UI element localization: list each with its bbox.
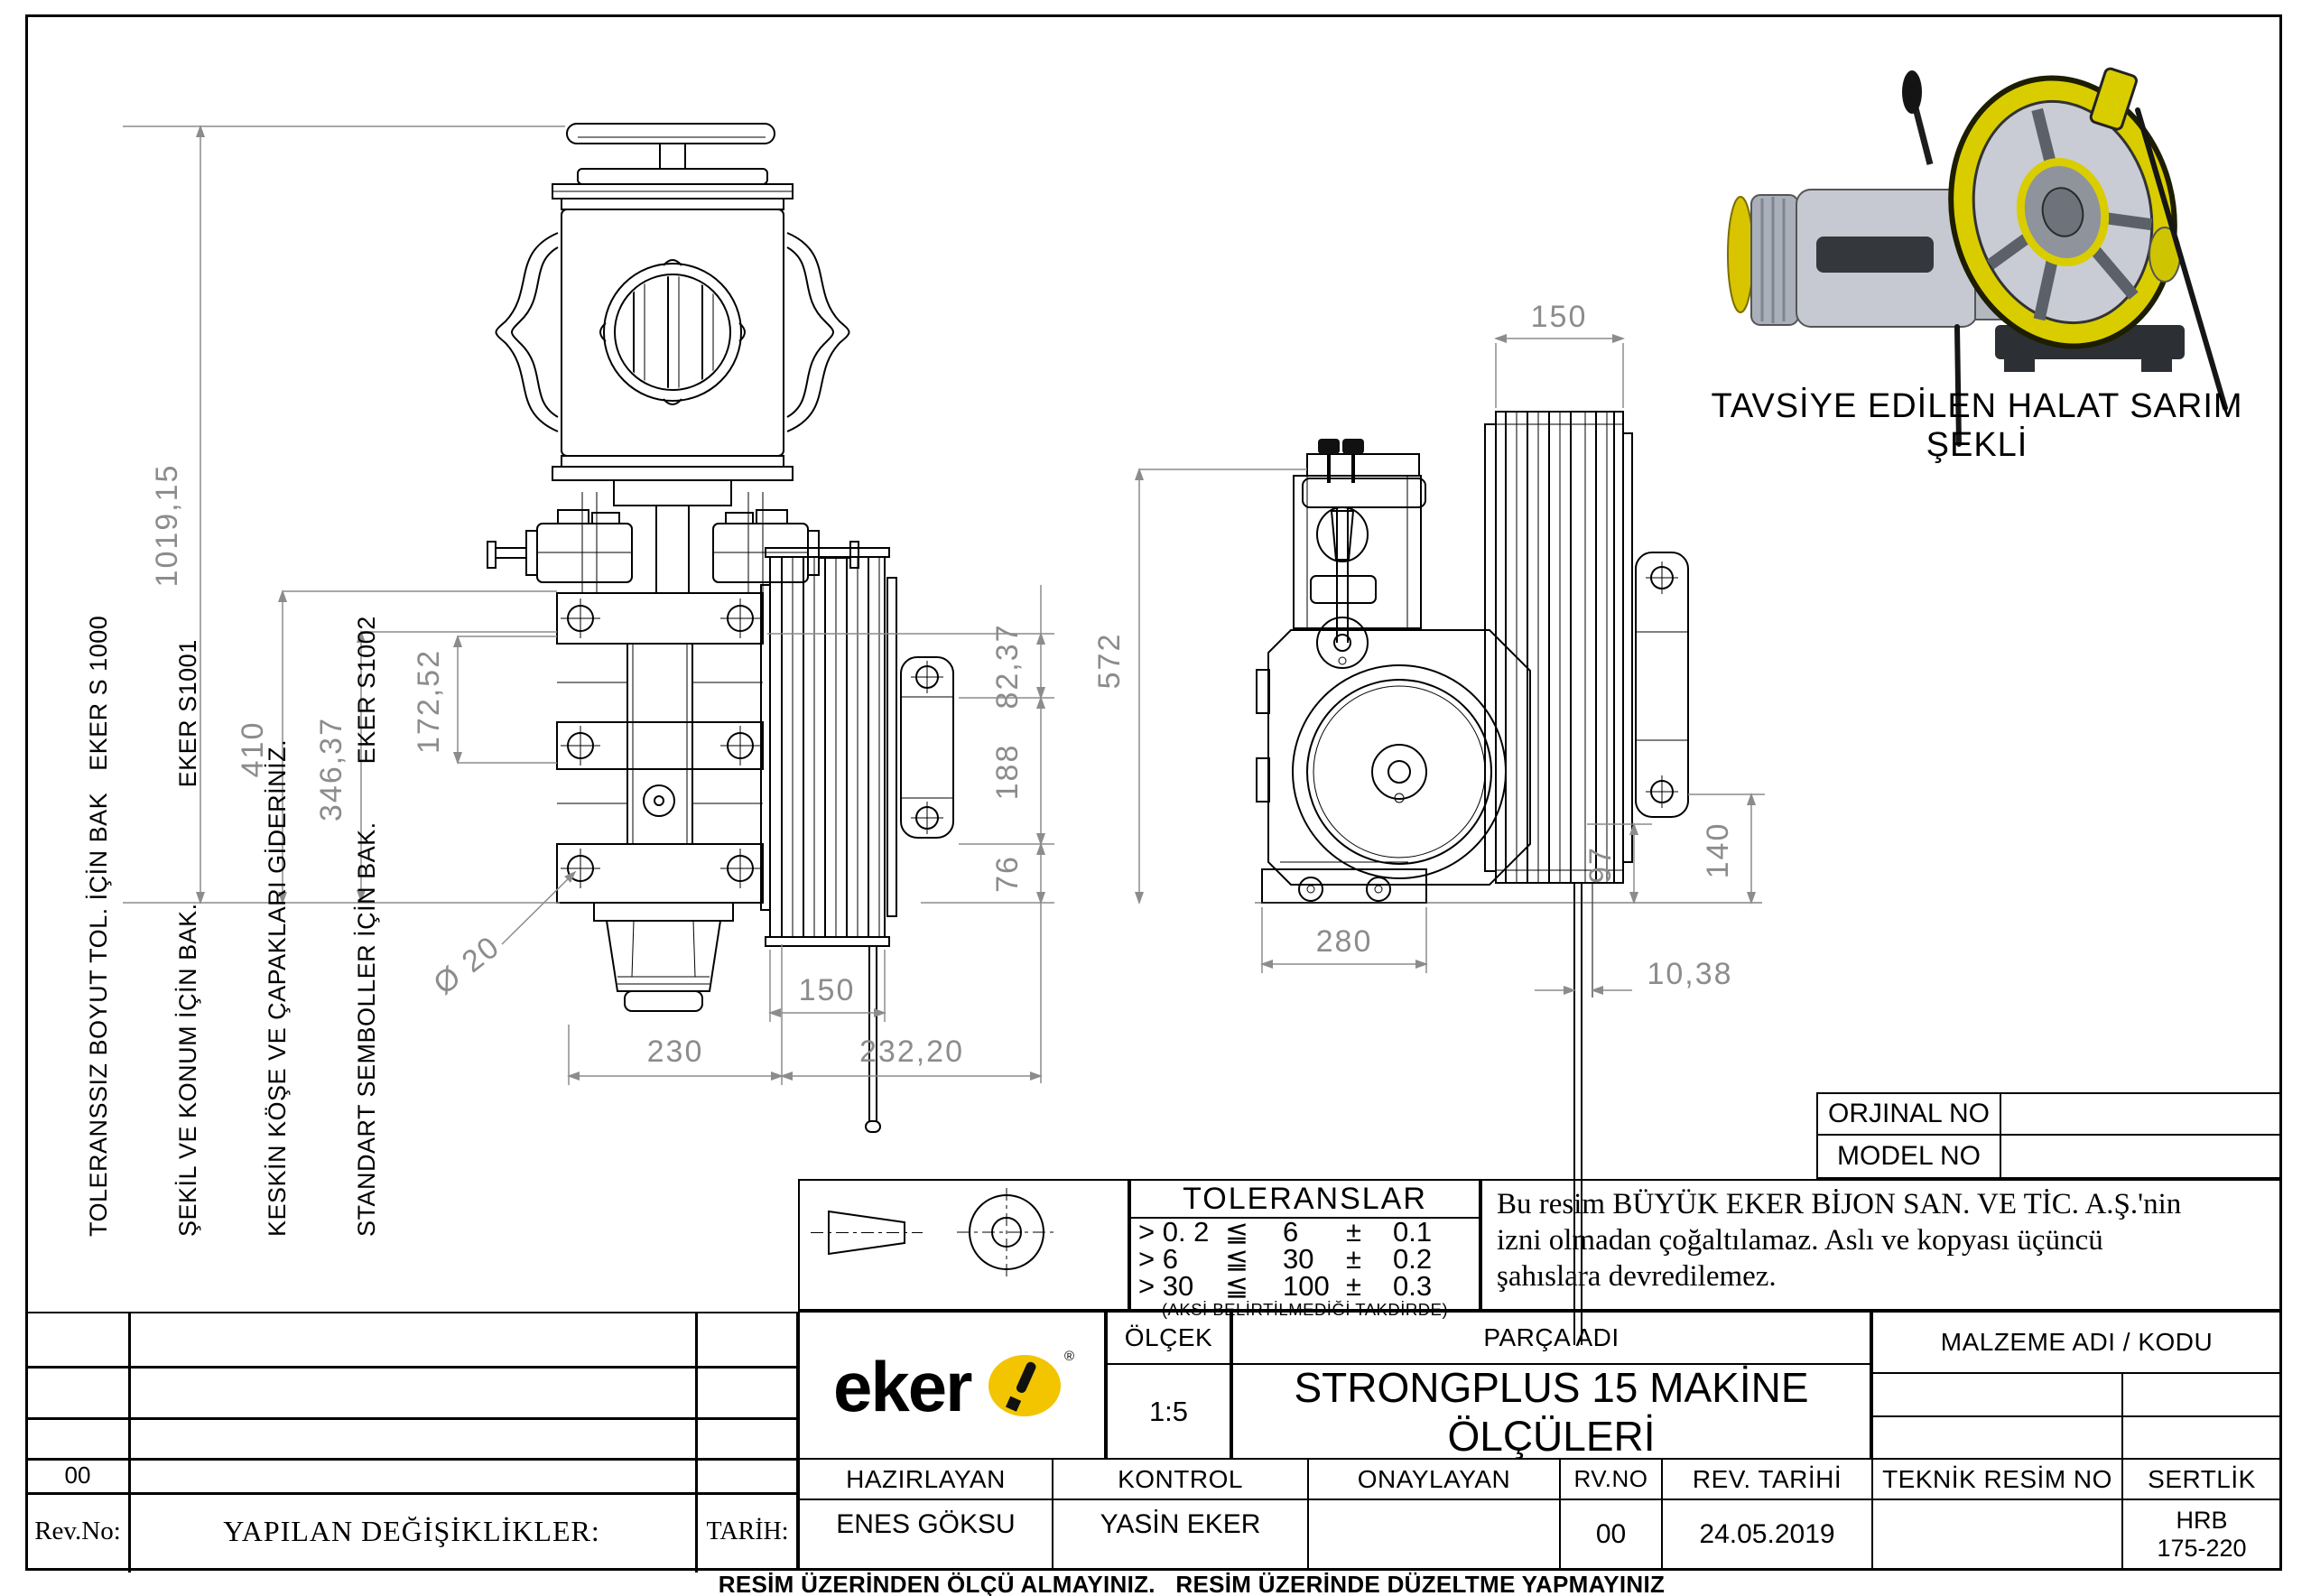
techno-value [1871,1499,2123,1571]
note-line-2: ŞEKİL VE KONUM İÇİN BAK. EKER S1001 [174,639,201,1237]
dim-172: 172,52 [412,649,446,754]
tol-r2c4: ± [1346,1243,1362,1275]
revision-changes-label: YAPILAN DEĞİŞİKLİKLER: [223,1515,600,1547]
approve-value [1307,1499,1561,1571]
note-line-4: STANDART SEMBOLLER İÇİN BAK. EKER S1002 [353,616,380,1237]
techno-header: TEKNİK RESİM NO [1871,1458,2123,1500]
eker-logo: eker ® [833,1347,1074,1426]
tolerances-note: (AKSİ BELİRTİLMEDİĞİ TAKDİRDE) [1161,1300,1449,1319]
front-bracket [900,656,954,839]
logo-cell: eker ® [798,1311,1106,1460]
dim-232: 232,20 [859,1035,964,1069]
copyright-line-2: izni olmadan çoğaltılamaz. Aslı ve kopya… [1497,1224,2103,1257]
tol-r3c2: ≦ [1225,1270,1248,1302]
projection-symbol-box [798,1179,1129,1311]
revision-table: 00 Rev.No: YAPILAN DEĞİŞİKLİKLER: TARİH: [25,1312,800,1573]
registered-icon: ® [1064,1349,1074,1364]
control-value: YASİN EKER [1052,1499,1309,1571]
front-pulley [760,547,897,947]
dim-346: 346,37 [314,717,348,821]
dim-front-150: 150 [799,973,856,1007]
dim-1038: 10,38 [1647,957,1732,991]
material-cell-1 [1871,1372,2123,1417]
note-line-1: TOLERANSSIZ BOYUT TOL. İÇİN BAK EKER S 1… [85,615,112,1237]
revno-header: RV.NO [1559,1458,1663,1500]
copyright-line-1: Bu resim BÜYÜK EKER BİJON SAN. VE TİC. A… [1497,1188,2182,1220]
tol-r2c2: ≦ [1225,1243,1248,1275]
dim-97: 97 [1583,846,1618,884]
rope-caption: TAVSİYE EDİLEN HALAT SARIM ŞEKLİ [1711,387,2243,464]
hardness-value-line2: 175-220 [2157,1535,2247,1562]
orjinal-no-value [2000,1092,2282,1136]
scale-header: ÖLÇEK [1106,1311,1231,1365]
machine-3d-render [1727,67,2228,447]
tol-r2c1: > 6 [1138,1243,1178,1275]
release-lever [1302,439,1426,669]
dim-76: 76 [990,855,1025,893]
dim-572: 572 [1092,633,1127,690]
scale-value: 1:5 [1106,1363,1231,1460]
copyright-line-3: şahıslara devredilemez. [1497,1260,1777,1293]
part-name-value: STRONGPLUS 15 MAKİNE ÖLÇÜLERİ [1231,1363,1871,1460]
material-code-cell-2 [2121,1415,2282,1460]
dim-188: 188 [990,744,1025,801]
tol-r3c1: > 30 [1138,1270,1194,1302]
tolerances-title: TOLERANSLAR [1131,1181,1479,1219]
hardness-value-line1: HRB [2176,1507,2228,1534]
tol-r1c3: 6 [1283,1216,1299,1248]
footer-warning: RESİM ÜZERİNDEN ÖLÇÜ ALMAYINIZ. RESİM ÜZ… [718,1570,1666,1596]
tol-r3c3: 100 [1283,1270,1330,1302]
dimensions [123,125,1765,1085]
bolt-symbols [561,598,760,888]
material-code-cell-1 [2121,1372,2282,1417]
side-view [1255,411,1762,1345]
revno-value: 00 [1559,1499,1663,1571]
control-header: KONTROL [1052,1458,1309,1500]
tol-r3c5: 0.3 [1393,1270,1433,1302]
tol-r2c5: 0.2 [1393,1243,1433,1275]
side-pulley [1484,411,1633,884]
tolerance-notes: TOLERANSSIZ BOYUT TOL. İÇİN BAK EKER S 1… [24,352,380,1237]
dim-82: 82,37 [990,623,1025,709]
material-header: MALZEME ADI / KODU [1871,1311,2282,1374]
material-cell-2 [1871,1415,2123,1460]
revision-date-label: TARİH: [706,1517,789,1545]
tol-r1c1: > 0. 2 [1138,1216,1210,1248]
note-line-3: KESKİN KÖŞE VE ÇAPAKLARI GİDERİNİZ. [264,738,291,1237]
tolerances-box: TOLERANSLAR > 0. 2 ≦ 6 ±0.1 > 6 ≦ 30 ±0.2 > 30… [1129,1179,1480,1319]
brake-left [487,509,633,583]
dim-410: 410 [236,721,270,778]
tol-r1c2: ≦ [1225,1216,1248,1248]
side-bracket [1635,552,1689,818]
revision-current-no: 00 [64,1461,91,1489]
hardness-header: SERTLİK [2121,1458,2282,1500]
tol-r1c5: 0.1 [1393,1216,1433,1248]
prepared-header: HAZIRLAYAN [798,1458,1053,1500]
projection-symbol-icon [811,1188,1056,1276]
dim-side-150: 150 [1531,300,1588,334]
tol-r2c3: 30 [1283,1243,1314,1275]
model-no-value [2000,1134,2282,1179]
revision-no-label: Rev.No: [34,1517,121,1545]
revdate-value: 24.05.2019 [1661,1499,1873,1571]
front-view [487,123,954,1133]
orjinal-no-label: ORJINAL NO [1816,1092,2001,1136]
copyright-box: Bu resim BÜYÜK EKER BİJON SAN. VE TİC. A… [1480,1179,2282,1311]
dim-140: 140 [1701,822,1735,879]
dim-230: 230 [647,1035,704,1069]
part-name-header: PARÇA ADI [1231,1311,1871,1365]
tol-r3c4: ± [1346,1270,1362,1302]
eker-logo-text: eker [833,1347,972,1426]
approve-header: ONAYLAYAN [1307,1458,1561,1500]
hardness-value: HRB 175-220 [2121,1499,2282,1571]
revdate-header: REV. TARİHİ [1661,1458,1873,1500]
dim-total-height: 1019,15 [150,464,184,588]
dim-280: 280 [1316,924,1373,959]
tol-r1c4: ± [1346,1216,1362,1248]
model-no-label: MODEL NO [1816,1134,2001,1179]
prepared-value: ENES GÖKSU [798,1499,1053,1571]
